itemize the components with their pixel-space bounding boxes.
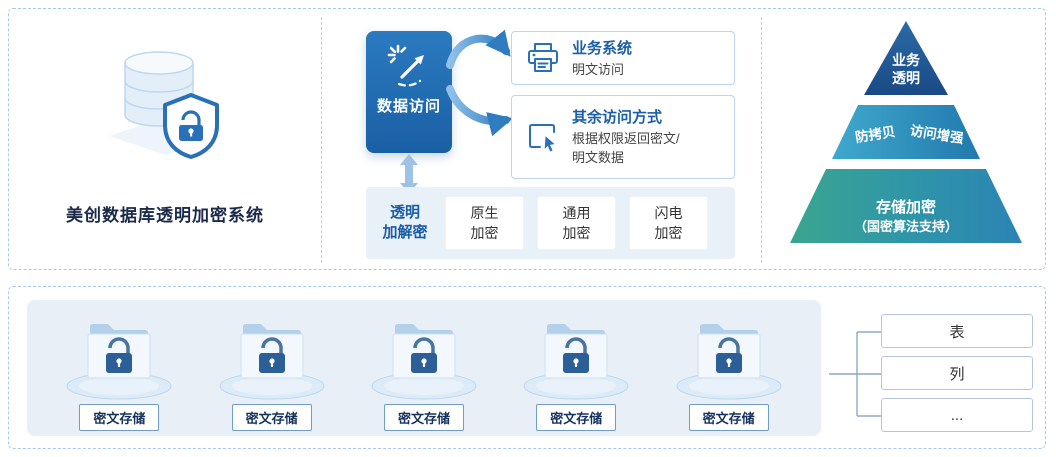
pyramid-bottom-tier: [790, 169, 1022, 243]
business-system-box: 业务系统 明文访问: [511, 31, 735, 85]
locked-folder-icon: [523, 323, 629, 399]
storage-section: 密文存储 密文存储: [8, 286, 1046, 449]
pyramid-middle-tier: [832, 105, 980, 159]
data-access-node: 数据访问: [366, 31, 452, 153]
encryption-mode-label: 通用加密: [562, 204, 591, 241]
locked-folder-icon: [371, 323, 477, 399]
arrow-to-business: [446, 29, 511, 69]
transparent-label-line1: 透明: [389, 203, 420, 221]
pyramid-mid-left-label: 防拷贝: [854, 123, 897, 145]
storage-item: 密文存储: [516, 306, 636, 431]
arrow-to-other: [446, 85, 514, 137]
top-section: 美创数据库透明加密系统 数据访问: [8, 8, 1046, 270]
granularity-more-box: ...: [881, 398, 1033, 432]
cipher-storage-label: 密文存储: [688, 403, 769, 431]
capability-pyramid: 业务 透明 防拷贝 访问增强 存储加密 （国密算法支持）: [790, 21, 1022, 243]
cursor-click-icon: [387, 44, 424, 87]
cipher-storage-label: 密文存储: [383, 403, 464, 431]
divider: [321, 17, 322, 263]
pyramid-bottom-subtitle: （国密算法支持）: [854, 219, 958, 234]
pyramid-top-tier: [864, 21, 948, 95]
other-access-title: 其余访问方式: [572, 109, 663, 127]
locked-folder-icon: [66, 323, 172, 399]
transparent-encryption-label: 透明 加解密: [378, 203, 432, 244]
storage-item: 密文存储: [59, 306, 179, 431]
divider: [761, 17, 762, 263]
pyramid-top-line2: 透明: [892, 70, 920, 86]
cipher-storage-label: 密文存储: [536, 403, 617, 431]
other-access-icon: [529, 124, 558, 154]
encryption-mode-general: 通用加密: [537, 196, 616, 250]
granularity-table-box: 表: [881, 314, 1033, 348]
pyramid-bottom-title: 存储加密: [876, 198, 936, 216]
storage-item: 密文存储: [212, 306, 332, 431]
storage-item: 密文存储: [669, 306, 789, 431]
other-access-subtitle: 根据权限返回密文/明文数据: [572, 131, 680, 165]
database-shield-icon: [109, 51, 223, 159]
cipher-storage-label: 密文存储: [79, 403, 160, 431]
transparent-label-line2: 加解密: [382, 224, 428, 241]
encryption-mode-native: 原生加密: [445, 196, 524, 250]
data-access-label: 数据访问: [376, 98, 441, 115]
storage-item: 密文存储: [364, 306, 484, 431]
locked-folder-icon: [219, 323, 325, 399]
business-system-title: 业务系统: [572, 39, 633, 57]
encryption-mode-label: 原生加密: [470, 204, 499, 241]
granularity-column-box: 列: [881, 356, 1033, 390]
product-title: 美创数据库透明加密系统: [66, 206, 264, 225]
business-system-subtitle: 明文访问: [572, 61, 625, 77]
encryption-mode-lightning: 闪电加密: [629, 196, 708, 250]
encryption-mode-label: 闪电加密: [654, 204, 683, 241]
flow-arrows: [446, 29, 514, 137]
cipher-storage-panel: 密文存储 密文存储: [27, 300, 821, 436]
other-access-box: 其余访问方式 根据权限返回密文/明文数据: [511, 95, 735, 179]
transparent-encryption-bar: 透明 加解密 原生加密 通用加密 闪电加密: [366, 187, 735, 259]
pyramid-top-line1: 业务: [892, 52, 921, 68]
shield-lock-icon: [163, 93, 219, 159]
locked-folder-icon: [676, 323, 782, 399]
business-system-icon: [528, 43, 558, 72]
cipher-storage-label: 密文存储: [231, 403, 312, 431]
